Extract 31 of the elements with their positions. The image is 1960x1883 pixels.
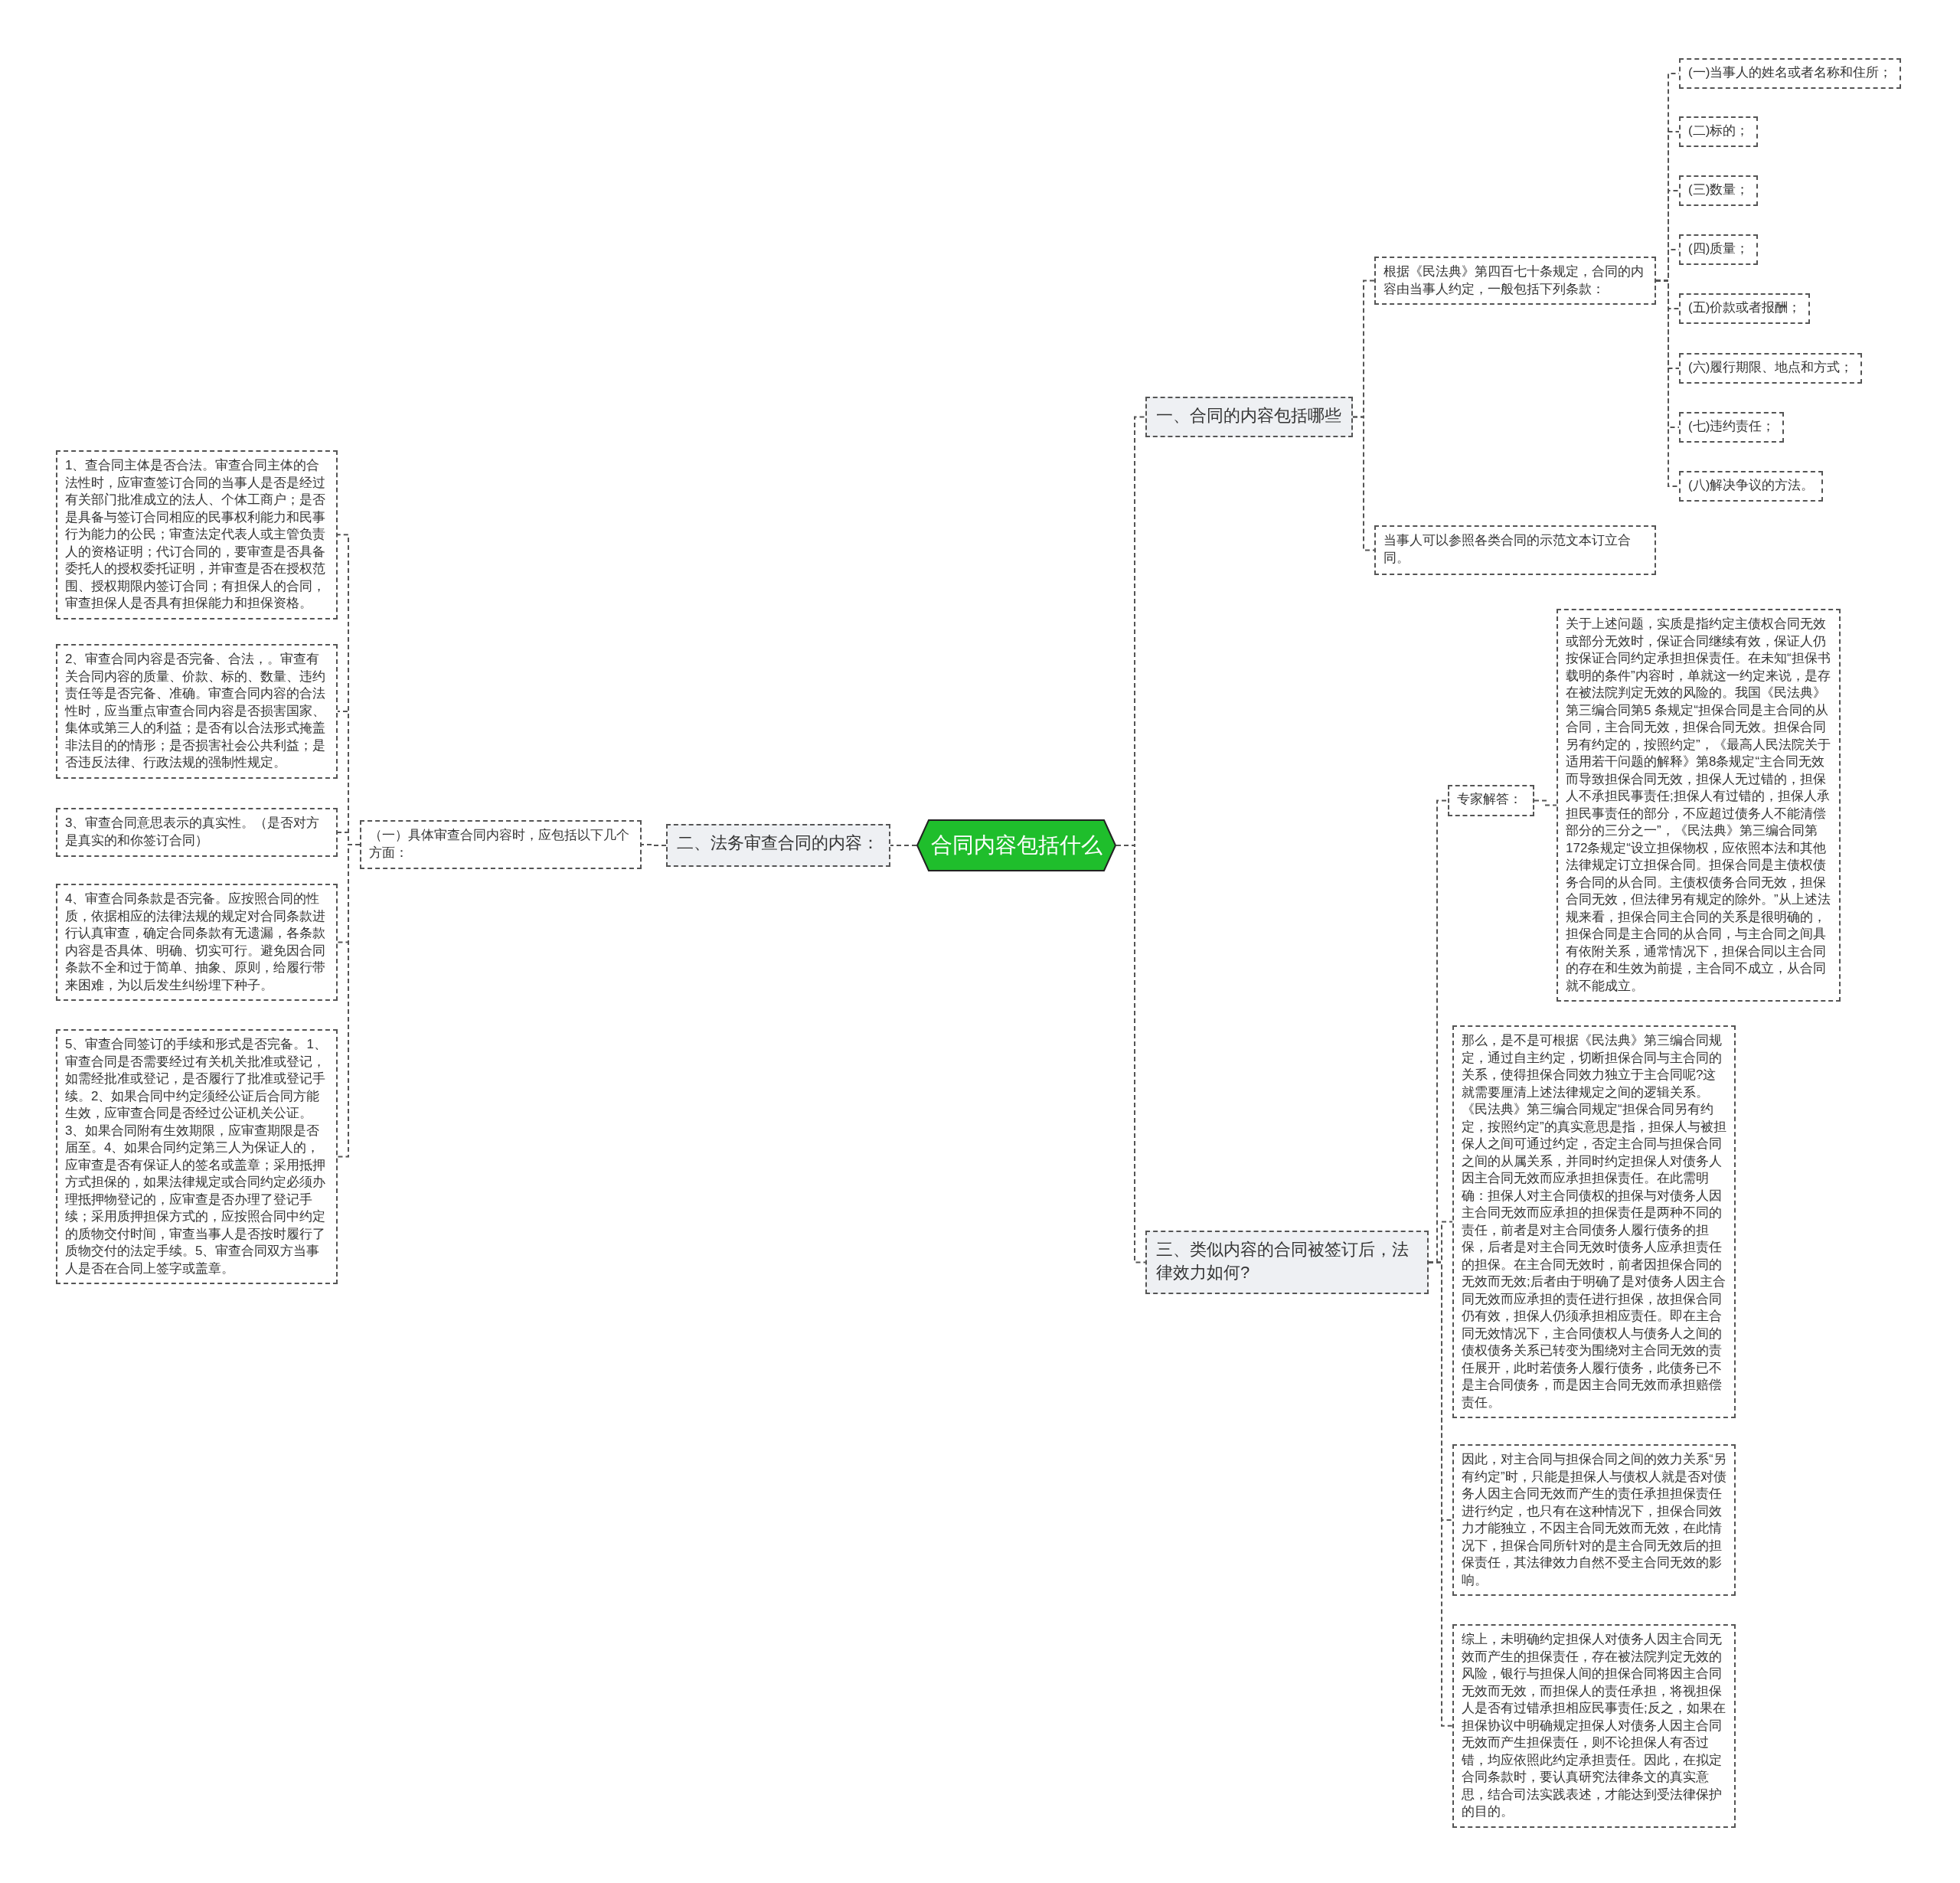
connector-line [1655,280,1680,487]
text-box: 综上，未明确约定担保人对债务人因主合同无效而产生的担保责任，存在被法院判定无效的风险，银行与担保人间的担保合同将因主合同无效而无效，而担保人的责任承担，将视担保人是否有过错承担相应民事责任;反之，如果在担保协议中明确规定担保人对债务人因主合同无效而产生担保责任，则不论担保人有否过错，均应依照此约定承担责任。因此，在拟定合同条款时，要认真研究法律条文的真实意思，结合司法实践表述，才能达到受法律保护的目的。 [1452,1624,1736,1828]
central-topic: 合同内容包括什么 [916,819,1116,871]
connector-line [1352,416,1375,551]
text-box: (五)价款或者报酬； [1679,293,1811,324]
text-box: (七)违约责任； [1679,412,1785,443]
text-box: 4、审查合同条款是否完备。应按照合同的性质，依据相应的法律法规的规定对合同条款进行认真审查，确定合同条款有无遗漏，各条款内容是否具体、明确、切实可行。避免因合同条款不全和过于简单、抽象、原则，给履行带来困难，为以后发生纠纷埋下种子。 [56,884,338,1001]
text-box: (四)质量； [1679,234,1759,265]
topic-box: 二、法务审查合同的内容： [666,824,890,867]
text-box: (二)标的； [1679,116,1759,147]
text-box: (六)履行期限、地点和方式； [1679,353,1863,384]
text-box: (一)当事人的姓名或者名称和住所； [1679,58,1902,89]
topic-box: 一、合同的内容包括哪些 [1145,397,1353,437]
text-box: 根据《民法典》第四百七十条规定，合同的内容由当事人约定，一般包括下列条款： [1374,257,1656,305]
text-box: 关于上述问题，实质是指约定主债权合同无效或部分无效时，保证合同继续有效，保证人仍按保证合同约定承担担保责任。在未知“担保书载明的条件”内容时，单就这一约定来说，是存在被法院判定无效的风险的。我国《民法典》第三编合同第5 条规定“担保合同是主合同的从合同，主合同无效，担保合同无效。担保合同另有约定的，按照约定”，《最高人民法院关于适用若干问题的解释》第8条规定“主合同无效而导致担保合同无效，担保人无过错的，担保人不承担民事责任;担保人有过错的，担保人承担民事责任的部分，不应超过债务人不能清偿部分的三分之一”，《民法典》第三编合同第172条规定“设立担保物权，应依照本法和其他法律规定订立担保合同。担保合同是主债权债务合同的从合同。主债权债务合同无效，担保合同无效，但法律另有规定的除外。”从上述法规来看，担保合同主合同的关系是很明确的，担保合同是主合同的从合同，与主合同之间具有依附关系，通常情况下，担保合同以主合同的存在和生效为前提，主合同不成立，从合同就不能成立。 [1557,609,1841,1002]
text-box: 5、审查合同签订的手续和形式是否完备。1、审查合同是否需要经过有关机关批准或登记，如需经批准或登记，是否履行了批准或登记手续。2、如果合同中约定须经公证后合同方能生效，应审查合同是否经过公证机关公证。3、如果合同附有生效期限，应审查期限是否届至。4、如果合同约定第三人为保证人的，应审查是否有保证人的签名或盖章；采用抵押方式担保的，如果法律规定或合同约定必须办理抵押物登记的，应审查是否办理了登记手续；采用质押担保方式的，应按照合同中约定的质物交付时间，审查当事人是否按时履行了质物交付的法定手续。5、审查合同双方当事人是否在合同上签字或盖章。 [56,1029,338,1284]
text-box: 1、查合同主体是否合法。审查合同主体的合法性时，应审查签订合同的当事人是否是经过有关部门批准成立的法人、个体工商户；是否是具备与签订合同相应的民事权利能力和民事行为能力的公民；审查法定代表人或主管负责人的资格证明；代订合同的，要审查是否具备委托人的授权委托证明，并审查是否在授权范围、授权期限内签订合同；有担保人的合同，审查担保人是否具有担保能力和担保资格。 [56,450,338,619]
topic-box: 三、类似内容的合同被签订后，法律效力如何? [1145,1231,1429,1294]
text-box: (三)数量； [1679,175,1759,206]
text-box: 专家解答： [1448,785,1534,816]
text-box: (八)解决争议的方法。 [1679,471,1824,502]
text-box: 那么，是不是可根据《民法典》第三编合同规定，通过自主约定，切断担保合同与主合同的关系，使得担保合同效力独立于主合同呢?这就需要厘清上述法律规定之间的逻辑关系。《民法典》第三编合同规定“担保合同另有约定，按照约定”的真实意思是指，担保人与被担保人之间可通过约定，否定主合同与担保合同之间的从属关系，并同时约定担保人对债务人因主合同无效而应承担担保责任。在此需明确：担保人对主合同债权的担保与对债务人因主合同无效而应承担的担保责任是两种不同的责任，前者是对主合同债务人履行债务的担保，后者是对主合同无效时债务人应承担责任的担保。在主合同无效时，前者因担保合同的无效而无效;后者由于明确了是对债务人因主合同无效而应承担的责任进行担保，故担保合同仍有效，担保人仍须承担相应责任。即在主合同无效情况下，主合同债权人与债务人之间的债权债务关系已转变为围绕对主合同无效的责任展开，此时若债务人履行债务，此债务已不是主合同债务，而是因主合同无效而承担赔偿责任。 [1452,1025,1736,1418]
connector-line [890,845,917,846]
text-box: 因此，对主合同与担保合同之间的效力关系“另有约定”时，只能是担保人与债权人就是否对债务人因主合同无效而产生的责任承担担保责任进行约定，也只有在这种情况下，担保合同效力才能独立，不因主合同无效而无效，在此情况下，担保合同所针对的是主合同无效后的担保责任，其法律效力自然不受主合同无效的影响。 [1452,1444,1736,1596]
connector-line [1428,1261,1453,1727]
text-box: 3、审查合同意思表示的真实性。（是否对方是真实的和你签订合同） [56,808,338,857]
connector-line [1534,799,1557,806]
text-box: 当事人可以参照各类合同的示范文本订立合同。 [1374,525,1656,575]
connector-line [641,844,667,846]
text-box: （一）具体审查合同内容时，应包括以下几个方面： [360,820,642,869]
text-box: 2、审查合同内容是否完备、合法，。审查有关合同内容的质量、价款、标的、数量、违约责任等是否完备、准确。审查合同内容的合法性时，应当重点审查合同内容是否损害国家、集体或第三人的利益；是否有以合法形式掩盖非法目的的情形；是否损害社会公共利益；是否违反法律、行政法规的强制性规定。 [56,644,338,779]
